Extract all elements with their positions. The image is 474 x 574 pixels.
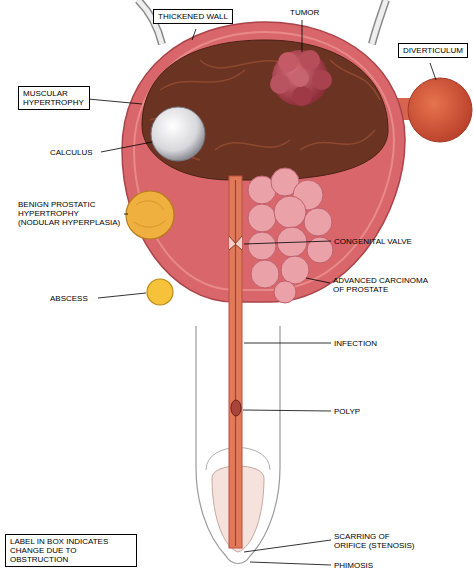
tumor-lobule bbox=[291, 69, 309, 87]
leader-line bbox=[101, 142, 152, 152]
carcinoma-lobule bbox=[281, 256, 309, 284]
urethra bbox=[229, 176, 242, 548]
prostatic-abscess bbox=[147, 279, 173, 305]
leader-line bbox=[88, 20, 436, 565]
carcinoma-lobule bbox=[304, 208, 332, 236]
leader-line bbox=[98, 293, 146, 298]
prostate-carcinoma bbox=[248, 168, 333, 303]
tumor-lobule bbox=[270, 74, 290, 94]
trabeculation bbox=[150, 60, 380, 160]
tumor-lobule bbox=[312, 70, 332, 90]
part-label: BENIGN PROSTATIC HYPERTROPHY (NODULAR HY… bbox=[18, 200, 122, 227]
part-label: CONGENITAL VALVE bbox=[334, 237, 412, 246]
ureter bbox=[372, 0, 386, 44]
trabeculation bbox=[300, 130, 375, 150]
trabeculation bbox=[330, 60, 380, 100]
part-label: ABSCESS bbox=[50, 294, 88, 303]
leader-line bbox=[302, 20, 303, 52]
label-box: DIVERTICULUM bbox=[398, 43, 468, 58]
bladder-calculus bbox=[151, 107, 205, 161]
leader-line bbox=[244, 241, 331, 244]
leader-line bbox=[306, 278, 330, 283]
trabeculation bbox=[160, 70, 245, 90]
box-label: MUSCULAR HYPERTROPHY bbox=[23, 89, 85, 107]
box-label: DIVERTICULUM bbox=[403, 46, 463, 55]
tumor-lobule bbox=[300, 50, 320, 70]
nodule-texture bbox=[134, 201, 166, 227]
leader-line bbox=[244, 343, 331, 344]
carcinoma-lobule bbox=[274, 196, 306, 228]
tumor-lobule bbox=[278, 52, 298, 72]
ureter bbox=[372, 0, 386, 44]
diverticulum-sac bbox=[408, 78, 472, 142]
leader-line bbox=[250, 562, 331, 565]
part-label: INFECTION bbox=[334, 339, 377, 348]
part-label: POLYP bbox=[334, 407, 360, 416]
part-label: ADVANCED CARCINOMA OF PROSTATE bbox=[333, 276, 429, 294]
tumor-lobule bbox=[292, 86, 312, 106]
leader-line bbox=[88, 99, 142, 104]
wall-layer bbox=[134, 32, 394, 290]
part-label: CALCULUS bbox=[50, 148, 93, 157]
part-label: TUMOR bbox=[290, 8, 319, 17]
label-box: LABEL IN BOX INDICATES CHANGE DUE TO OBS… bbox=[5, 534, 137, 567]
part-label: PHIMOSIS bbox=[334, 561, 373, 570]
leader-line bbox=[244, 540, 331, 552]
label-box: MUSCULAR HYPERTROPHY bbox=[18, 86, 90, 110]
bladder-tumor bbox=[270, 50, 332, 106]
part-label: SCARRING OF ORIFICE (STENOSIS) bbox=[334, 532, 424, 550]
urethral-polyp bbox=[231, 400, 241, 416]
leader-line bbox=[192, 29, 196, 40]
carcinoma-lobule bbox=[251, 260, 279, 288]
urethral-lumen bbox=[235, 180, 236, 546]
box-label: THICKENED WALL bbox=[158, 12, 228, 21]
trabeculation bbox=[215, 140, 290, 150]
bph-nodule bbox=[126, 191, 174, 239]
carcinoma-lobule bbox=[248, 204, 276, 232]
leader-line bbox=[430, 63, 436, 80]
label-box: THICKENED WALL bbox=[153, 9, 233, 24]
prepuce bbox=[226, 556, 250, 564]
trabeculation bbox=[200, 60, 280, 68]
carcinoma-lobule bbox=[274, 281, 296, 303]
leader-line bbox=[243, 410, 331, 411]
congenital-valve bbox=[229, 236, 242, 250]
leader-line bbox=[124, 214, 128, 215]
bladder-wall bbox=[122, 22, 405, 302]
box-label: LABEL IN BOX INDICATES CHANGE DUE TO OBS… bbox=[10, 537, 132, 564]
bladder-cavity bbox=[142, 40, 388, 180]
carcinoma-lobule bbox=[248, 232, 276, 260]
